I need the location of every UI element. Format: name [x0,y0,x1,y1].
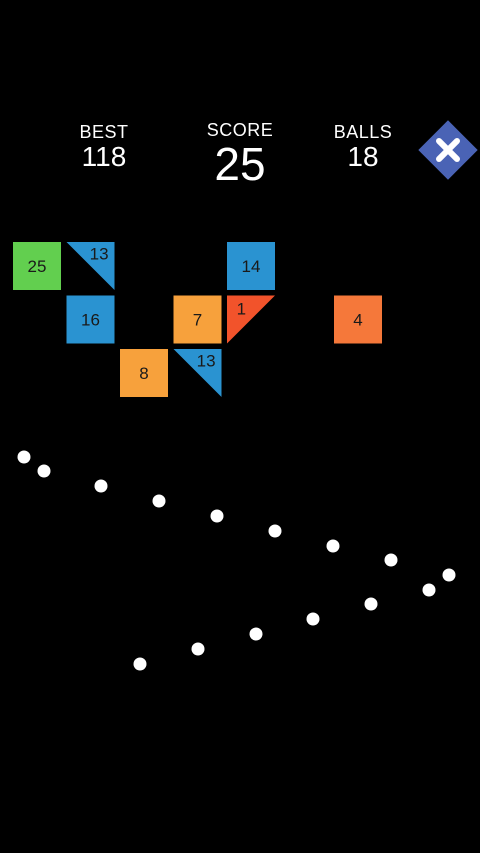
ball [17,450,31,464]
ball [422,583,436,597]
score-stat: SCORE 25 [185,120,295,188]
ball [191,642,205,656]
block: 14 [227,242,275,290]
ball [94,479,108,493]
close-icon [436,138,460,162]
ball [210,509,224,523]
ball [384,553,398,567]
balls-stat: BALLS 18 [308,122,418,172]
balls-label: BALLS [333,122,393,142]
ball [364,597,378,611]
block-value: 14 [242,257,261,276]
block-shape [173,349,222,397]
block-value: 1 [237,300,246,319]
block-shape [334,295,382,344]
block-shape [120,349,168,397]
ball [268,524,282,538]
block-shape [13,242,61,290]
score-value: 25 [214,138,266,190]
block: 7 [173,295,222,344]
block-value: 13 [90,244,109,263]
ball [306,612,320,626]
ball [152,494,166,508]
ball [133,657,147,671]
block-value: 7 [193,311,202,330]
best-label: BEST [79,122,129,142]
block: 13 [173,349,222,397]
block-value: 16 [81,311,100,330]
block: 25 [13,242,61,290]
balls-value: 18 [347,141,379,172]
ball [326,539,340,553]
block-value: 8 [139,364,148,383]
block-value: 25 [28,257,47,276]
block: 13 [66,242,115,290]
block: 1 [227,295,275,344]
block: 16 [66,295,115,344]
block-shape [227,242,275,290]
ball [249,627,263,641]
block-shape [66,242,115,290]
block-value: 4 [353,311,362,330]
block: 8 [120,349,168,397]
block: 4 [334,295,382,344]
block-value: 13 [197,351,216,370]
block-shape [173,295,222,344]
ball [442,568,456,582]
score-label: SCORE [206,120,274,140]
ball [37,464,51,478]
block-shape [227,295,275,344]
best-stat: BEST 118 [49,122,159,172]
close-button[interactable] [418,120,478,180]
block-shape [66,295,115,344]
best-value: 118 [81,141,127,172]
